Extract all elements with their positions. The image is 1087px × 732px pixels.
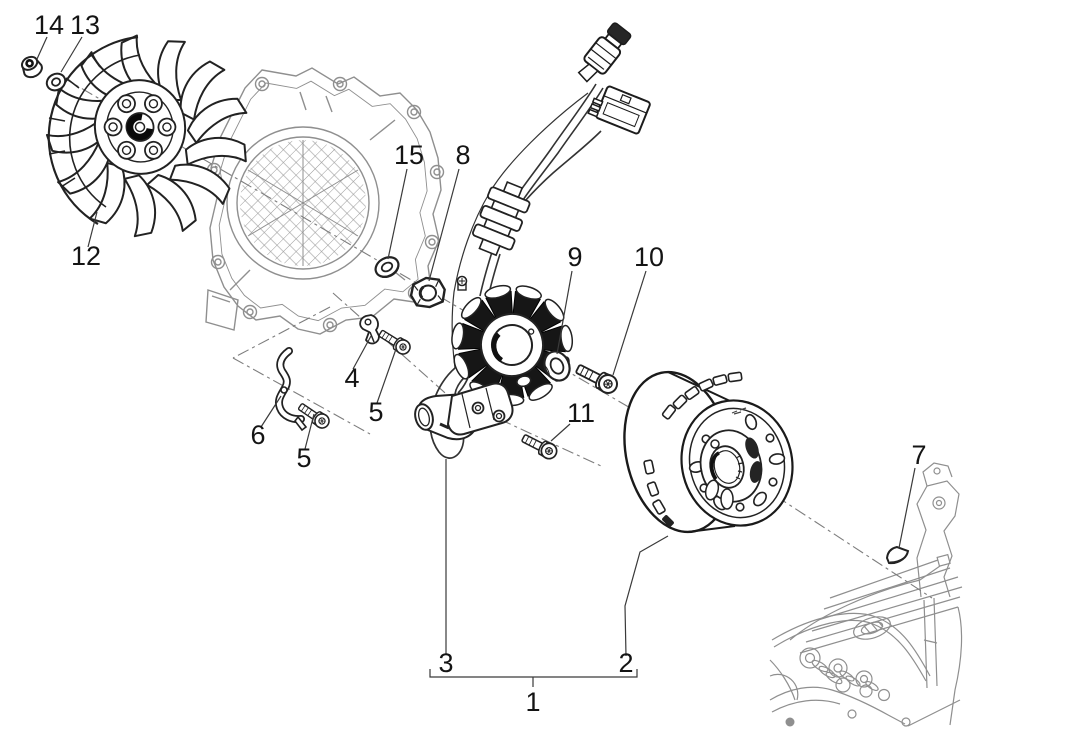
fan-flywheel xyxy=(45,32,252,240)
rotor-flywheel xyxy=(623,370,794,534)
leader-7 xyxy=(898,467,916,549)
woodruff-key xyxy=(885,545,910,565)
leader-13 xyxy=(60,36,83,73)
clamp-axis xyxy=(232,306,331,359)
leader-10 xyxy=(612,270,647,376)
leader-4 xyxy=(352,335,372,370)
callout-13: 13 xyxy=(70,10,100,40)
leader-15 xyxy=(387,168,408,260)
pickup-coil xyxy=(414,382,514,441)
callout-2: 2 xyxy=(618,648,633,678)
engine-mount-arm xyxy=(916,462,960,598)
flange-nut xyxy=(20,55,43,79)
callout-10: 10 xyxy=(634,242,664,272)
stator xyxy=(449,282,575,407)
callout-5-lower: 5 xyxy=(296,443,311,473)
washer-13 xyxy=(45,72,67,92)
callout-12: 12 xyxy=(71,241,101,271)
washer-15 xyxy=(374,256,400,279)
harness-wire xyxy=(479,251,493,297)
callout-1: 1 xyxy=(525,687,540,717)
cable-guide-6 xyxy=(274,347,308,432)
harness-wire xyxy=(524,130,602,202)
harness-wire xyxy=(515,83,597,198)
cable-grommet xyxy=(472,181,531,257)
engine-assembly xyxy=(769,462,963,727)
leader-6 xyxy=(260,395,282,428)
screw-11 xyxy=(518,430,561,463)
cable-clamp-4 xyxy=(359,314,380,345)
callout-9: 9 xyxy=(567,242,582,272)
leader-8 xyxy=(428,168,460,282)
pickup-wire xyxy=(451,92,589,369)
leader-5-upper xyxy=(376,348,397,404)
callout-7: 7 xyxy=(911,440,926,470)
group-bracket xyxy=(429,669,638,687)
fan-shroud xyxy=(47,35,141,225)
callout-14: 14 xyxy=(34,10,64,40)
callout-8: 8 xyxy=(455,140,470,170)
callout-labels: 14 13 12 15 8 9 10 4 5 6 5 11 7 3 2 1 xyxy=(34,10,927,717)
fan-hub xyxy=(93,79,187,175)
hex-nut-8 xyxy=(409,276,446,309)
valve-springs xyxy=(799,647,891,702)
rotor-hub-windows xyxy=(704,437,763,510)
stator-terminal-screw xyxy=(456,275,468,291)
leader-2 xyxy=(624,535,669,657)
spacer-washer-9 xyxy=(543,350,571,382)
rotor-wall-slots xyxy=(642,371,743,527)
callout-5-upper: 5 xyxy=(368,397,383,427)
rect-connector xyxy=(587,85,651,135)
main-center-axis xyxy=(61,76,933,599)
leader-11 xyxy=(550,423,571,442)
leader-12 xyxy=(87,211,98,248)
round-connector xyxy=(577,22,632,83)
leader-9 xyxy=(556,270,573,355)
leader-14 xyxy=(36,36,48,60)
leader-5-lower xyxy=(304,413,315,450)
guide-bracket-axis xyxy=(232,357,371,435)
rotor-face-holes xyxy=(688,413,786,512)
callout-11: 11 xyxy=(567,398,595,428)
callout-6: 6 xyxy=(250,420,265,450)
callout-15: 15 xyxy=(394,140,424,170)
callout-3: 3 xyxy=(438,648,453,678)
callout-4: 4 xyxy=(344,363,359,393)
callout-leaders xyxy=(36,36,916,687)
